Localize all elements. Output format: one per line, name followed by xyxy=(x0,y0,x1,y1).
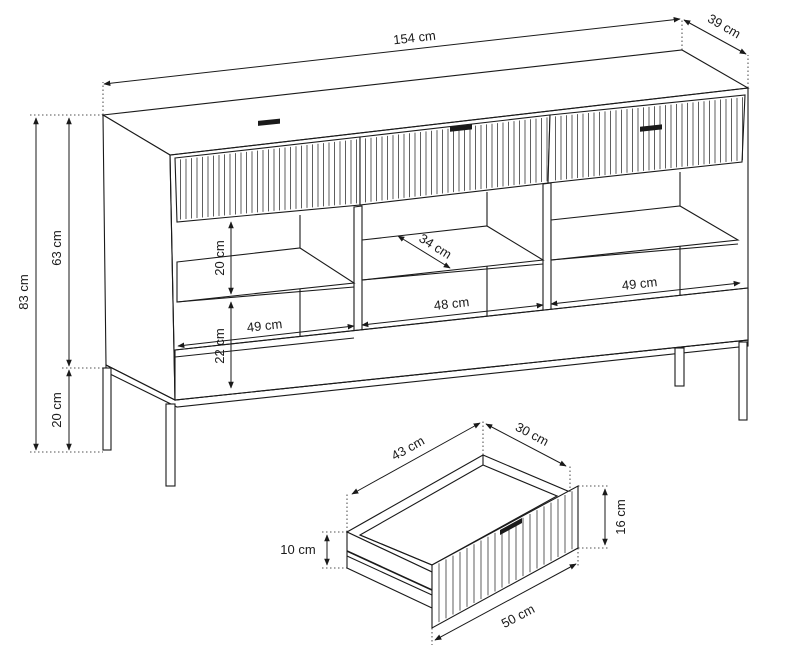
shelf-gap-upper-label: 20 cm xyxy=(212,240,227,275)
drawer-inner-width-label: 43 cm xyxy=(389,433,427,463)
drawer-front-right xyxy=(547,94,746,184)
total-width-label: 154 cm xyxy=(392,28,436,48)
drawer-handle-right xyxy=(640,124,662,132)
left-side-panel xyxy=(102,114,176,401)
compartment-middle-width-label: 48 cm xyxy=(433,294,470,313)
right-width-line xyxy=(550,280,741,307)
leg-back-right xyxy=(674,347,685,387)
left-width-line xyxy=(177,323,355,349)
shelf-middle-edge xyxy=(361,263,544,281)
drawer-runner xyxy=(346,550,433,591)
drawer-depth-line xyxy=(485,423,567,467)
drawer-width-line xyxy=(351,422,481,495)
leg-back-left xyxy=(102,367,112,451)
shelf-left-edge xyxy=(176,286,355,303)
sideboard xyxy=(101,49,750,487)
drawer-handle-left xyxy=(258,118,280,126)
depth-dimension-line xyxy=(683,19,747,55)
drawer-front-height-label: 16 cm xyxy=(613,499,628,534)
depth-label: 39 cm xyxy=(705,11,743,42)
shelf-gap-lower-label: 22 cm xyxy=(212,328,227,363)
drawer-detail: 43 cm 30 cm 16 cm 10 cm 50 cm xyxy=(280,419,628,645)
compartment-right-width-label: 49 cm xyxy=(621,274,658,293)
leg-front-left xyxy=(165,403,176,487)
leg-height-label: 20 cm xyxy=(49,392,64,427)
drawer-detail-handle xyxy=(500,518,522,535)
shelf-right-edge xyxy=(550,243,739,261)
width-dimension-line xyxy=(103,16,681,87)
fluted-pattern xyxy=(180,97,743,220)
drawer-front-width-label: 50 cm xyxy=(499,601,537,631)
shelf-left xyxy=(176,247,356,303)
drawer-handle-middle xyxy=(450,124,472,132)
body-height-label: 63 cm xyxy=(49,230,64,265)
total-height-label: 83 cm xyxy=(16,274,31,309)
drawer-front-width-line xyxy=(434,563,577,641)
compartment-left-width-label: 49 cm xyxy=(246,316,283,335)
shelf-right xyxy=(550,205,740,261)
leg-front-right xyxy=(738,341,748,421)
shelf-depth-line xyxy=(397,235,451,269)
dimension-lines: 154 cm 39 cm 83 cm 63 cm 20 cm 20 cm 22 … xyxy=(16,11,749,453)
middle-width-line xyxy=(361,302,544,328)
drawer-inner-depth-label: 30 cm xyxy=(513,419,551,449)
drawer-inner-height-label: 10 cm xyxy=(280,542,315,557)
